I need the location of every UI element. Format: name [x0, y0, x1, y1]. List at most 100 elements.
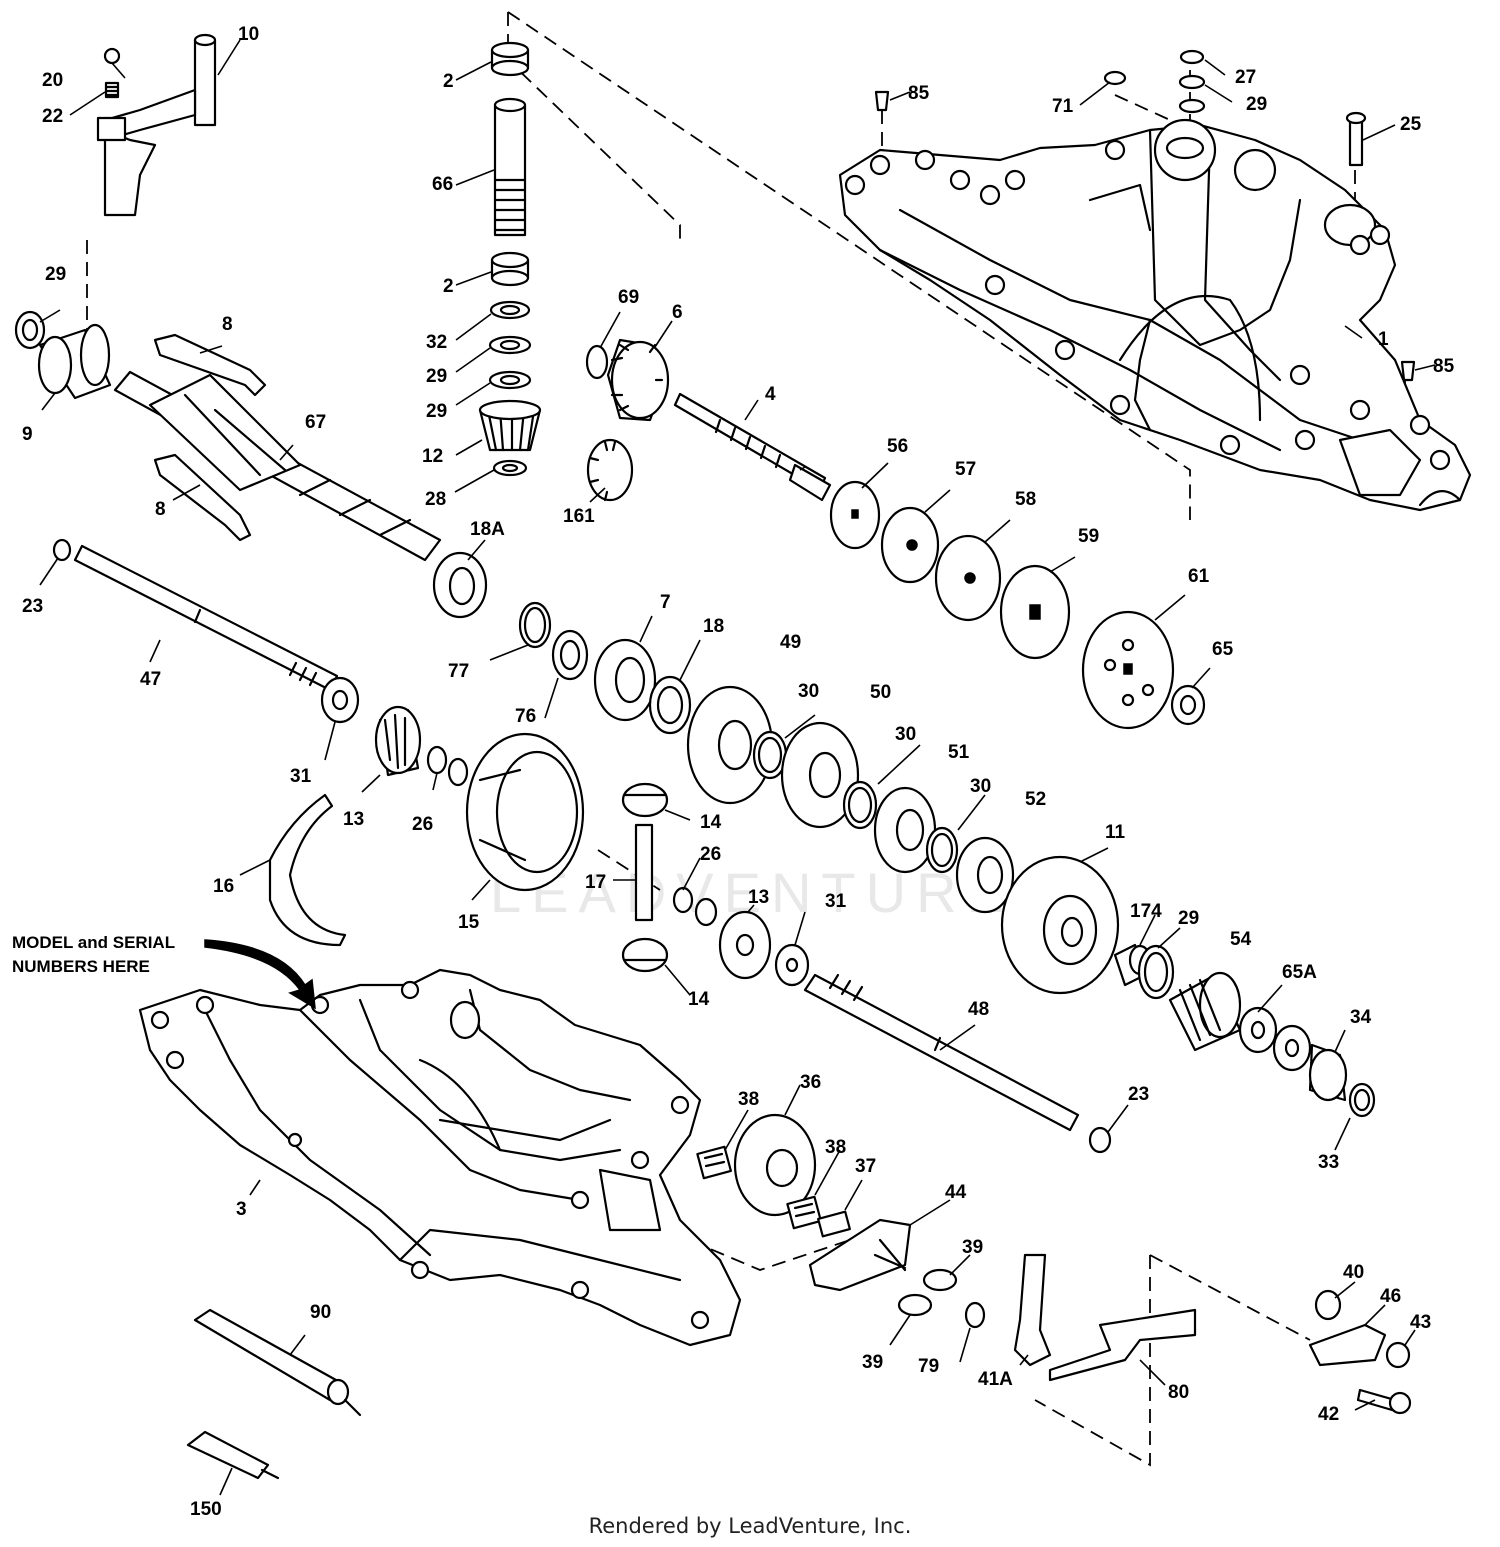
upper-gear-train	[585, 338, 832, 502]
label-part-52: 52	[1025, 789, 1046, 810]
leader-lines	[39, 39, 1436, 1496]
label-part-2b: 2	[443, 276, 454, 297]
label-part-7: 7	[660, 592, 671, 613]
label-part-48: 48	[968, 999, 989, 1020]
differential-pinions	[621, 782, 810, 987]
label-part-80: 80	[1168, 1382, 1189, 1403]
label-part-65: 65	[1212, 639, 1234, 660]
label-part-61: 61	[1188, 566, 1210, 587]
label-part-25: 25	[1400, 114, 1422, 135]
label-part-59: 59	[1078, 526, 1099, 547]
label-part-42: 42	[1318, 1404, 1339, 1425]
label-part-174: 174	[1130, 901, 1162, 922]
label-part-20: 20	[42, 70, 63, 91]
label-part-36: 36	[800, 1072, 821, 1093]
label-part-67: 67	[305, 412, 326, 433]
label-part-39b: 39	[862, 1352, 883, 1373]
label-part-32: 32	[426, 332, 447, 353]
label-part-11: 11	[1105, 822, 1126, 843]
label-part-37: 37	[855, 1156, 876, 1177]
label-part-12: 12	[422, 446, 443, 467]
label-part-2a: 2	[443, 71, 454, 92]
label-part-38b: 38	[825, 1137, 846, 1158]
label-part-29d: 29	[426, 401, 447, 422]
shift-shaft-assembly	[14, 310, 488, 619]
label-part-4: 4	[765, 384, 776, 405]
label-part-77: 77	[448, 661, 469, 682]
label-part-15: 15	[458, 912, 480, 933]
label-part-22: 22	[42, 106, 63, 127]
label-part-161: 161	[563, 506, 595, 527]
label-part-51: 51	[948, 742, 970, 763]
upper-housing	[838, 118, 1472, 512]
label-part-71: 71	[1052, 96, 1074, 117]
label-part-56: 56	[887, 436, 908, 457]
label-part-26b: 26	[700, 844, 721, 865]
label-part-50: 50	[870, 682, 891, 703]
label-part-54: 54	[1230, 929, 1252, 950]
sealant-and-fittings	[186, 49, 1416, 1480]
model-serial-arrow-icon	[204, 939, 316, 1010]
label-part-58: 58	[1015, 489, 1036, 510]
label-part-57: 57	[955, 459, 976, 480]
label-part-1: 1	[1378, 329, 1389, 350]
label-part-13a: 13	[343, 809, 364, 830]
label-part-31a: 31	[290, 766, 312, 787]
ring-gear-15	[268, 732, 585, 947]
label-part-65a: 65A	[1282, 962, 1317, 983]
label-part-38a: 38	[738, 1089, 759, 1110]
label-part-8b: 8	[155, 499, 166, 520]
shift-fork-assembly	[96, 33, 217, 217]
label-part-29a: 29	[45, 264, 66, 285]
axle-shaft-47	[52, 538, 469, 787]
label-part-33: 33	[1318, 1152, 1339, 1173]
label-part-29b: 29	[1246, 94, 1267, 115]
label-part-44: 44	[945, 1182, 967, 1203]
label-part-9: 9	[22, 424, 33, 445]
label-part-46: 46	[1380, 1286, 1401, 1307]
label-part-26a: 26	[412, 814, 433, 835]
label-part-34: 34	[1350, 1007, 1372, 1028]
label-part-85b: 85	[1433, 356, 1455, 377]
label-part-40: 40	[1343, 1262, 1364, 1283]
output-shaft-assembly	[803, 855, 1376, 1154]
label-part-39a: 39	[962, 1237, 983, 1258]
label-part-27: 27	[1235, 67, 1256, 88]
label-part-30c: 30	[970, 776, 991, 797]
label-part-150: 150	[190, 1499, 222, 1520]
label-part-14b: 14	[688, 989, 710, 1010]
label-part-3: 3	[236, 1199, 247, 1220]
lower-housing	[138, 968, 742, 1347]
label-part-66: 66	[432, 174, 453, 195]
label-part-10: 10	[238, 24, 259, 45]
label-part-31b: 31	[825, 891, 847, 912]
label-part-43: 43	[1410, 1312, 1431, 1333]
label-part-85a: 85	[908, 83, 930, 104]
label-part-30a: 30	[798, 681, 819, 702]
label-part-76: 76	[515, 706, 536, 727]
label-part-14a: 14	[700, 812, 722, 833]
label-part-18: 18	[703, 616, 724, 637]
label-part-18a: 18A	[470, 519, 505, 540]
label-part-29c: 29	[426, 366, 447, 387]
label-part-29e: 29	[1178, 908, 1199, 929]
label-part-28: 28	[425, 489, 446, 510]
label-part-8a: 8	[222, 314, 233, 335]
credit-text: Rendered by LeadVenture, Inc.	[588, 1514, 912, 1538]
countershaft-gear-cluster	[518, 601, 1015, 914]
label-part-6: 6	[672, 302, 683, 323]
label-part-16: 16	[213, 876, 234, 897]
part-labels: 1 2 2 3 4 6 7 8 8 9 10 11 12 13 13 14 14…	[22, 24, 1455, 1520]
label-part-23a: 23	[22, 596, 43, 617]
label-part-17: 17	[585, 872, 606, 893]
label-part-41a: 41A	[978, 1369, 1013, 1390]
label-part-69: 69	[618, 287, 639, 308]
brake-assembly	[696, 1113, 1412, 1415]
label-part-90: 90	[310, 1302, 331, 1323]
label-part-49: 49	[780, 632, 801, 653]
model-serial-note-line2: NUMBERS HERE	[12, 957, 150, 976]
label-part-23b: 23	[1128, 1084, 1149, 1105]
label-part-47: 47	[140, 669, 161, 690]
model-serial-note-line1: MODEL and SERIAL	[12, 933, 175, 952]
